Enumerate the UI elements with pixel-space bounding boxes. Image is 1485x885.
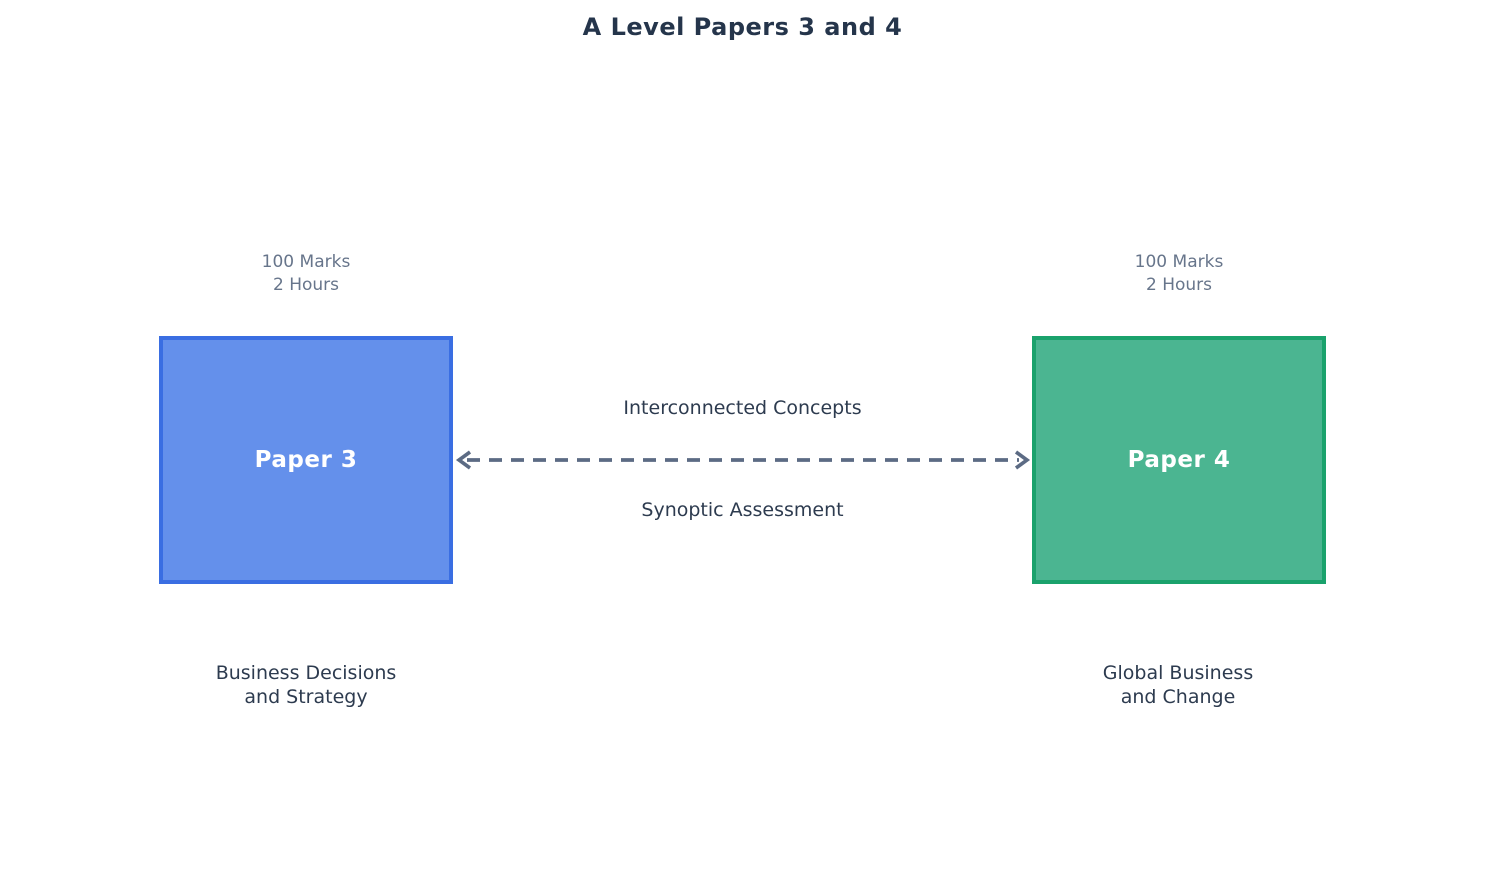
paper4-caption: Global Business and Change — [1102, 662, 1254, 708]
paper4-box: Paper 4 — [1032, 336, 1326, 584]
paper3-caption: Business Decisions and Strategy — [215, 662, 397, 708]
arrowhead-right-icon — [1014, 450, 1031, 470]
connector-bottom-label: Synoptic Assessment — [641, 499, 844, 521]
paper3-meta: 100 Marks 2 Hours — [261, 252, 351, 295]
paper4-meta: 100 Marks 2 Hours — [1134, 252, 1224, 295]
double-arrow-connector — [455, 450, 1031, 470]
paper3-label: Paper 3 — [254, 447, 358, 473]
paper3-box: Paper 3 — [159, 336, 453, 584]
diagram-title: A Level Papers 3 and 4 — [582, 13, 903, 41]
paper4-label: Paper 4 — [1127, 447, 1231, 473]
arrowhead-left-icon — [455, 450, 472, 470]
connector-top-label: Interconnected Concepts — [623, 397, 862, 419]
